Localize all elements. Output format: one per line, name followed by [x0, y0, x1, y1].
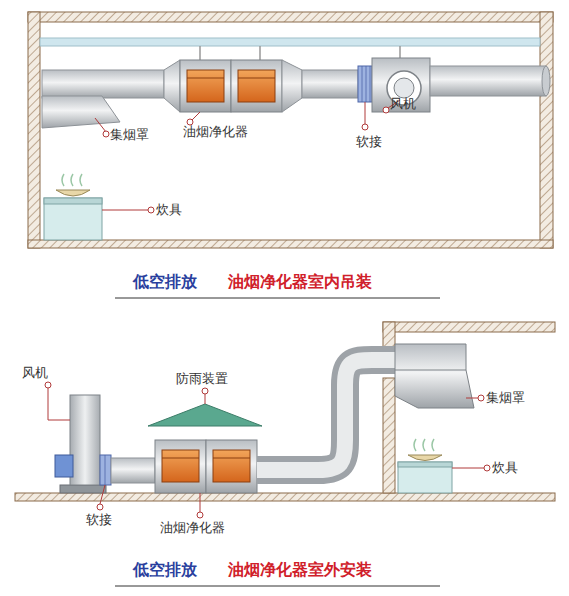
building-bottom: [15, 322, 555, 501]
part-label: 防雨装置: [176, 372, 228, 386]
caption-text: 低空排放: [133, 273, 197, 291]
part-label: 炊具: [156, 203, 182, 217]
leader-lines-bottom: [45, 382, 490, 518]
part-label: 油烟净化器: [160, 521, 225, 535]
part-label: 集烟罩: [110, 128, 149, 142]
caption-underline: [115, 298, 440, 299]
part-label: 软接: [356, 135, 382, 149]
leader-lines-top: [95, 100, 400, 213]
duct-system-top: [42, 58, 550, 128]
cooker-top: [44, 174, 102, 240]
caption-text: 油烟净化器室内吊装: [228, 273, 372, 291]
building-top: [28, 12, 553, 248]
part-label: 风机: [22, 366, 48, 380]
duct-system-bottom: [55, 344, 474, 493]
part-label: 油烟净化器: [183, 125, 248, 139]
cooker-bottom: [398, 439, 452, 493]
caption-text: 油烟净化器室外安装: [228, 561, 372, 579]
part-label: 风机: [390, 97, 416, 111]
part-label: 集烟罩: [486, 391, 525, 405]
caption-underline: [115, 586, 440, 587]
caption-text: 低空排放: [133, 561, 197, 579]
part-label: 软接: [86, 513, 112, 527]
part-label: 炊具: [492, 461, 518, 475]
